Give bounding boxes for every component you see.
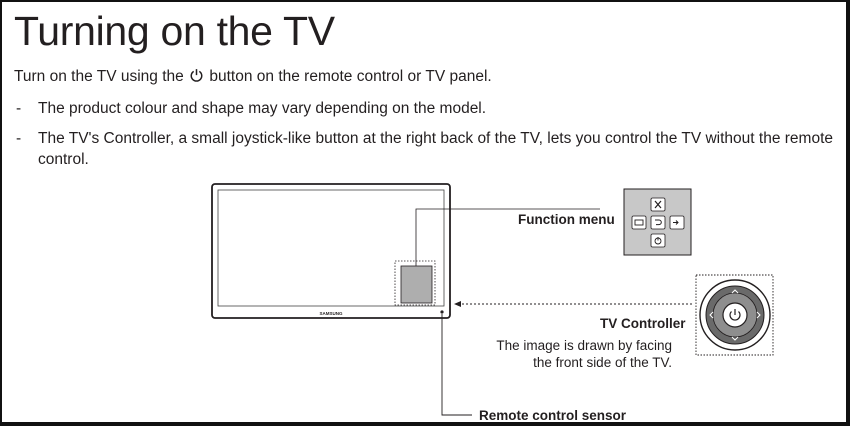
power-icon (729, 311, 741, 321)
remote-sensor-dot (440, 310, 444, 314)
bullet-text: The product colour and shape may vary de… (38, 100, 487, 117)
bullet-dash: - (16, 130, 22, 147)
intro-text: Turn on the TV using the button on the r… (14, 68, 492, 86)
remote-sensor-label: Remote control sensor (479, 408, 627, 423)
power-icon (190, 69, 203, 82)
intro-before: Turn on the TV using the (14, 68, 184, 85)
bullet-dash: - (16, 100, 22, 117)
tv-controller-label: TV Controller (600, 316, 686, 331)
tv-illustration: SAMSUNG (211, 183, 451, 319)
function-menu-label: Function menu (518, 212, 615, 227)
intro-after: button on the remote control or TV panel… (209, 68, 492, 85)
page-frame: Turning on the TV Turn on the TV using t… (0, 0, 850, 426)
note-line: the front side of the TV. (533, 355, 672, 370)
note-line: The image is drawn by facing (496, 338, 672, 353)
tv-controller-illustration (695, 274, 774, 356)
bullet-text: The TV's Controller, a small joystick-li… (38, 130, 833, 168)
function-menu-illustration (623, 188, 692, 256)
tv-brand-logo: SAMSUNG (319, 311, 343, 316)
controller-note: The image is drawn by facing the front s… (496, 337, 672, 371)
page-title: Turning on the TV (14, 8, 335, 54)
